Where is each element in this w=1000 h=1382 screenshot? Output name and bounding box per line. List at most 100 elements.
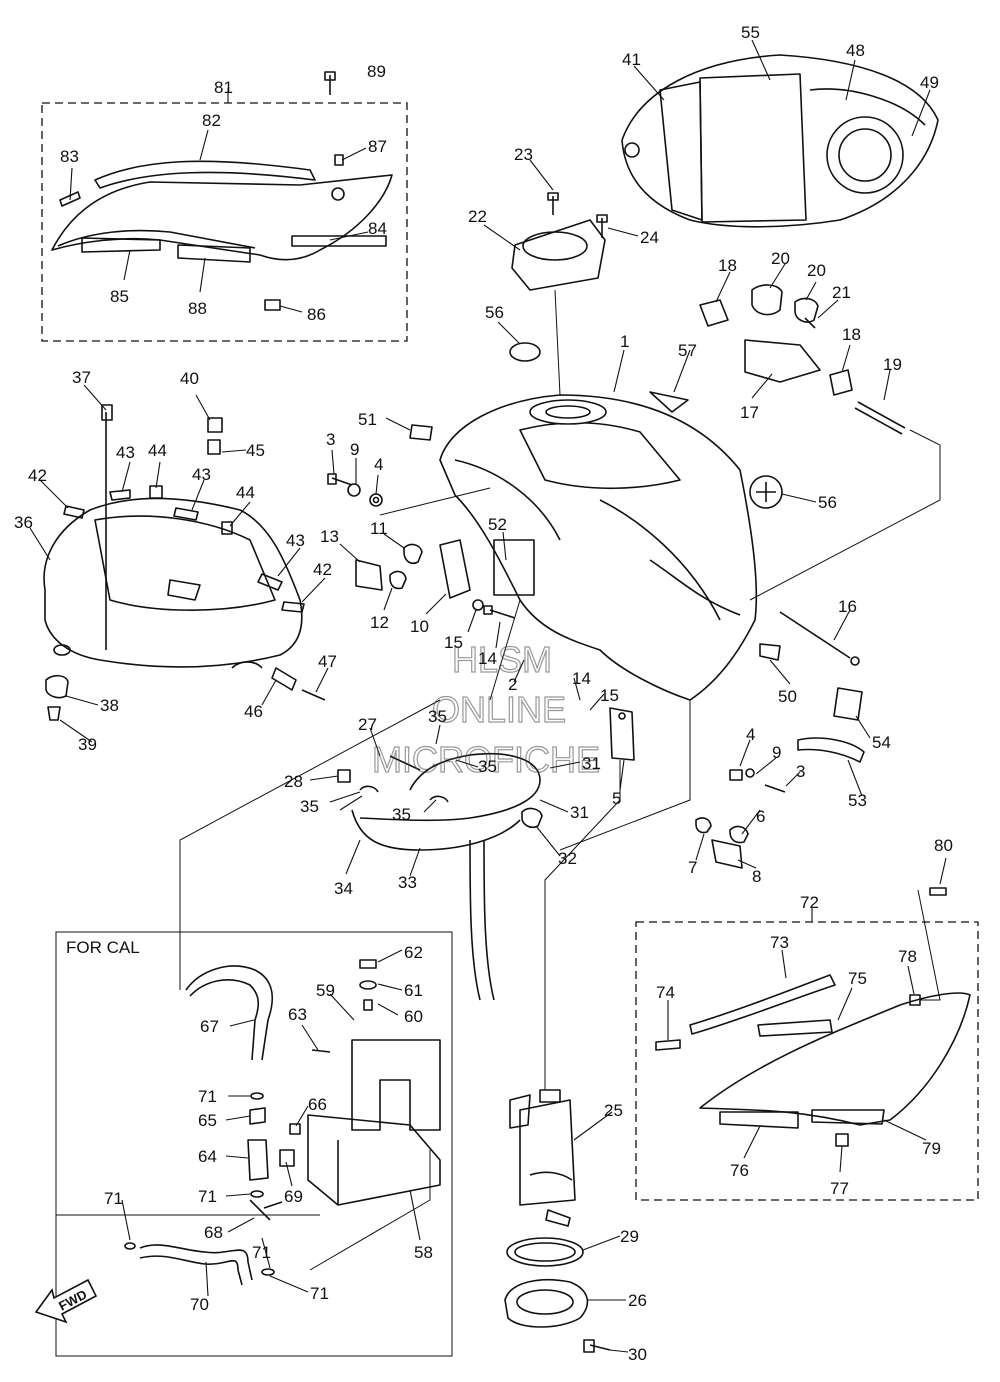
watermark-line-2: ONLINE	[432, 689, 566, 730]
callout-62: 62	[404, 943, 423, 962]
callout-54: 54	[872, 733, 891, 752]
callout-47: 47	[318, 652, 337, 671]
callout-5: 5	[612, 789, 621, 808]
callout-12: 12	[370, 613, 389, 632]
callout-7: 7	[688, 858, 697, 877]
fuel-cap-assembly	[509, 192, 608, 362]
callout-75: 75	[848, 969, 867, 988]
leader-lines	[29, 39, 947, 1353]
tank-bottom-view	[621, 54, 939, 228]
callout-28: 28	[284, 772, 303, 791]
callout-4-a: 4	[374, 455, 383, 474]
callout-33: 33	[398, 873, 417, 892]
group-box-72	[635, 921, 979, 1201]
group-box-for-cal	[55, 931, 453, 1357]
callout-21: 21	[832, 283, 851, 302]
callout-31-b: 31	[570, 803, 589, 822]
callout-41: 41	[622, 50, 641, 69]
callout-86: 86	[307, 305, 326, 324]
callout-42-b: 42	[313, 560, 332, 579]
callout-25: 25	[604, 1101, 623, 1120]
tank-bracket-left	[327, 473, 535, 619]
breather-hoses	[337, 752, 543, 1001]
callout-73: 73	[770, 933, 789, 952]
callout-74: 74	[656, 983, 675, 1002]
callout-45: 45	[246, 441, 265, 460]
callout-1: 1	[620, 332, 629, 351]
fwd-arrow: FWD	[34, 1278, 98, 1324]
callout-72: 72	[800, 893, 819, 912]
callout-84: 84	[368, 219, 387, 238]
callout-38: 38	[100, 696, 119, 715]
fuel-filter-assembly	[699, 284, 906, 435]
callout-71-b: 71	[198, 1187, 217, 1206]
callout-39: 39	[78, 735, 97, 754]
callout-50: 50	[778, 687, 797, 706]
callout-79: 79	[922, 1139, 941, 1158]
callout-43-b: 43	[192, 465, 211, 484]
callout-70: 70	[190, 1295, 209, 1314]
callout-63: 63	[288, 1005, 307, 1024]
callout-17: 17	[740, 403, 759, 422]
callout-20-a: 20	[771, 249, 790, 268]
callout-40: 40	[180, 369, 199, 388]
callout-11: 11	[370, 519, 388, 538]
callout-35-d: 35	[392, 805, 411, 824]
callout-68: 68	[204, 1223, 223, 1242]
callout-22: 22	[468, 207, 487, 226]
callout-14-b: 14	[572, 669, 591, 688]
callout-9-b: 9	[772, 743, 781, 762]
callout-13: 13	[320, 527, 339, 546]
callout-89: 89	[367, 62, 386, 81]
callout-44-b: 44	[236, 483, 255, 502]
callout-numbers: 89 81 82 83 87 84 85 88 86 23 22 24 55 4…	[14, 23, 953, 1364]
callout-51: 51	[358, 410, 377, 429]
callout-35-b: 35	[478, 757, 497, 776]
callout-78: 78	[898, 947, 917, 966]
callout-27: 27	[358, 715, 377, 734]
callout-69: 69	[284, 1187, 303, 1206]
group-box-81	[41, 102, 408, 342]
callout-76: 76	[730, 1161, 749, 1180]
callout-36: 36	[14, 513, 33, 532]
callout-80: 80	[934, 836, 953, 855]
callout-58: 58	[414, 1243, 433, 1262]
callout-18-b: 18	[842, 325, 861, 344]
callout-6: 6	[756, 807, 765, 826]
callout-24: 24	[640, 228, 659, 247]
callout-43-a: 43	[116, 443, 135, 462]
callout-20-b: 20	[807, 261, 826, 280]
callout-55: 55	[741, 23, 760, 42]
side-cover-left-assembly	[51, 71, 393, 311]
callout-61: 61	[404, 981, 423, 1000]
callout-71-a: 71	[198, 1087, 217, 1106]
callout-26: 26	[628, 1291, 647, 1310]
reference-lines	[179, 289, 941, 1271]
callout-52: 52	[488, 515, 507, 534]
callout-35-a: 35	[428, 707, 447, 726]
callout-81: 81	[214, 78, 233, 97]
callout-4-b: 4	[746, 725, 755, 744]
callout-46: 46	[244, 702, 263, 721]
callout-3-a: 3	[326, 430, 335, 449]
tank-cover-left	[43, 404, 326, 721]
fuel-pump	[504, 1089, 611, 1353]
callout-43-c: 43	[286, 531, 305, 550]
callout-23: 23	[514, 145, 533, 164]
callout-30: 30	[628, 1345, 647, 1364]
callout-15-a: 15	[444, 633, 463, 652]
callout-14-a: 14	[478, 649, 497, 668]
callout-67: 67	[200, 1017, 219, 1036]
callout-56-b: 56	[818, 493, 837, 512]
callout-56-a: 56	[485, 303, 504, 322]
callout-49: 49	[920, 73, 939, 92]
callout-8: 8	[752, 867, 761, 886]
watermark-line-1: HLSM	[452, 639, 552, 680]
callout-44-a: 44	[148, 441, 167, 460]
callout-31-a: 31	[582, 754, 601, 773]
watermark-line-3: MICROFICHE	[372, 739, 600, 780]
callout-32: 32	[558, 849, 577, 868]
callout-71-c: 71	[252, 1243, 271, 1262]
group-box-for-cal-outline	[55, 931, 453, 1357]
